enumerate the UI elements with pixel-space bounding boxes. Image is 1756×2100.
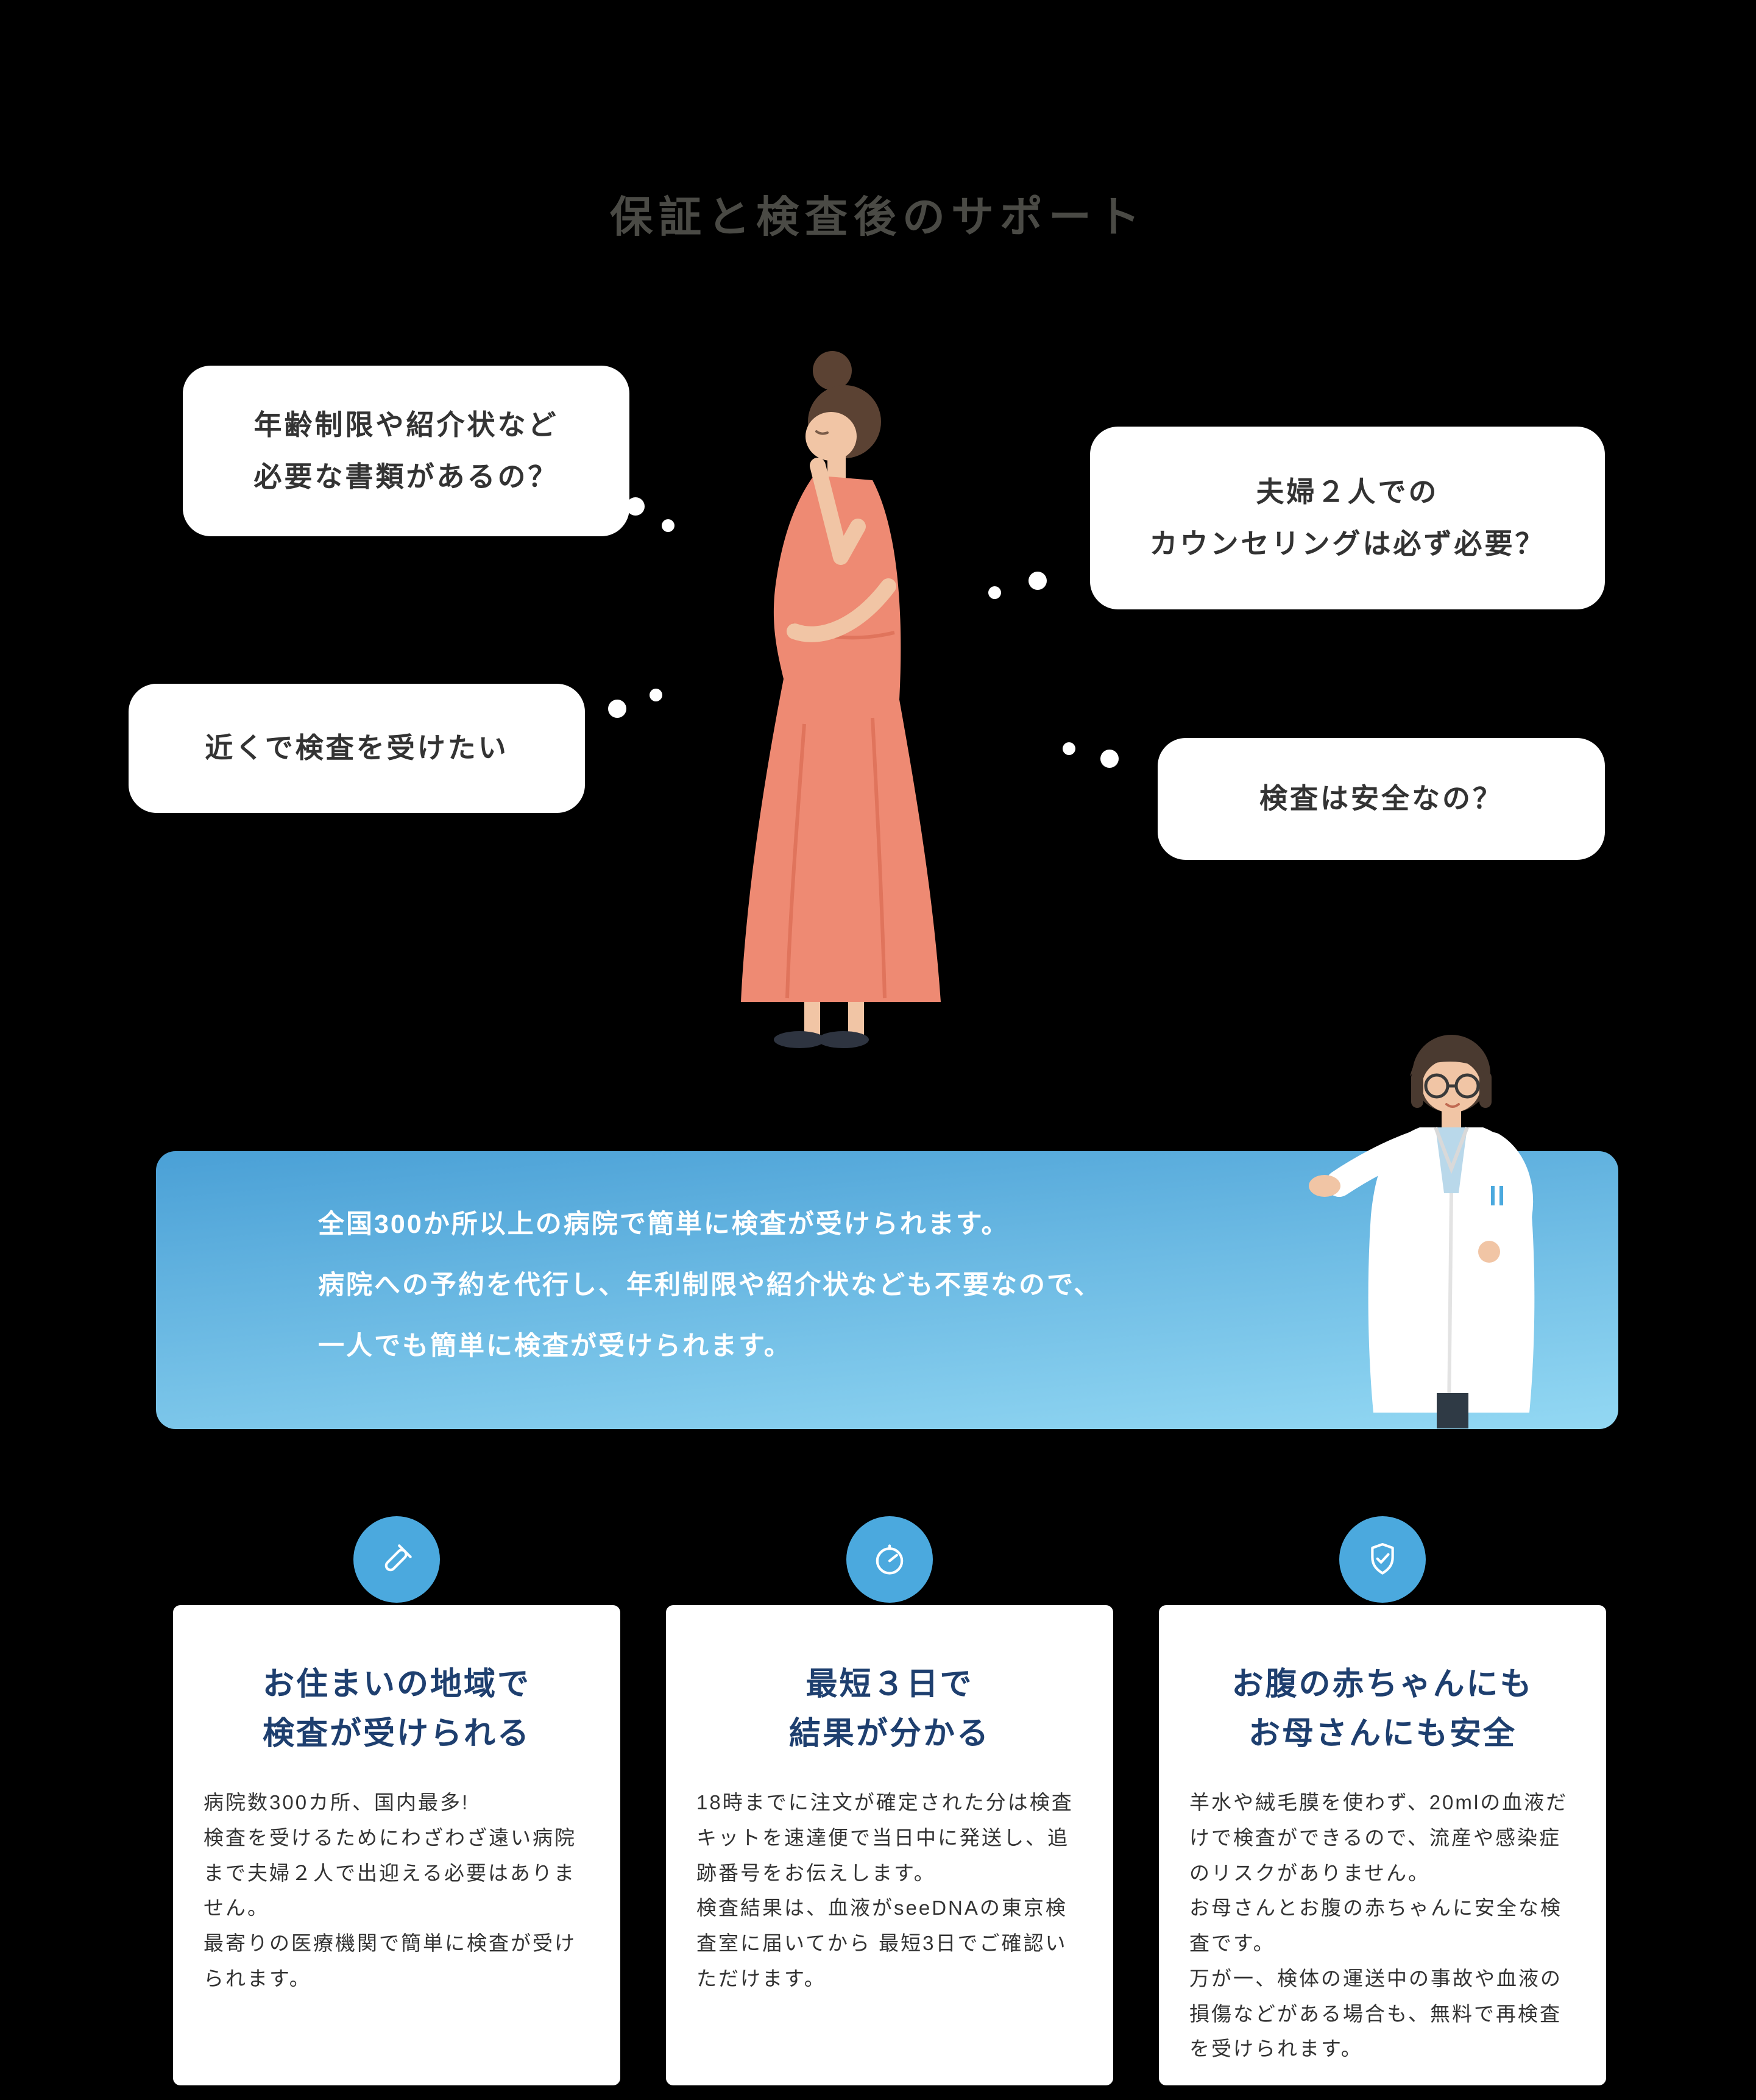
feature-card-body: 病院数300カ所、国内最多! 検査を受けるためにわざわざ遠い病院まで夫婦２人で出… bbox=[204, 1791, 576, 1990]
timer-icon bbox=[846, 1516, 933, 1603]
thought-dot bbox=[1100, 750, 1119, 768]
info-banner: 全国300か所以上の病院で簡単に検査が受けられます。 病院への予約を代行し、年利… bbox=[156, 1151, 1618, 1429]
feature-card-safety: お腹の赤ちゃんにも お母さんにも安全 羊水や絨毛膜を使わず、20mlの血液だけで… bbox=[1159, 1516, 1606, 2085]
page-title: 保証と検査後のサポート bbox=[610, 193, 1146, 241]
thought-dot bbox=[988, 586, 1001, 599]
thought-dot bbox=[1028, 572, 1047, 590]
feature-card-title: お腹の赤ちゃんにも お母さんにも安全 bbox=[1231, 1667, 1534, 1751]
thought-bubble-counseling: 夫婦２人での カウンセリングは必ず必要？ bbox=[1090, 427, 1605, 609]
thought-bubble-nearby: 近くで検査を受けたい bbox=[129, 684, 585, 813]
feature-card-title: 最短３日で 結果が分かる bbox=[788, 1667, 990, 1751]
test-tube-icon bbox=[353, 1516, 440, 1603]
thought-dot bbox=[650, 689, 662, 701]
thought-bubble-text: 近くで検査を受けたい bbox=[205, 732, 509, 764]
thought-bubble-text: 検査は安全なの？ bbox=[1259, 782, 1503, 815]
pregnant-woman-illustration bbox=[687, 334, 992, 1053]
feature-card-title: お住まいの地域で 検査が受けられる bbox=[262, 1667, 531, 1751]
doctor-illustration bbox=[1254, 1007, 1632, 1430]
thought-bubble-text: 夫婦２人での カウンセリングは必ず必要？ bbox=[1149, 475, 1546, 559]
thought-dot bbox=[626, 497, 645, 516]
thought-bubble-documents: 年齢制限や紹介状など 必要な書類があるの？ bbox=[183, 366, 629, 536]
feature-card-body: 18時までに注文が確定された分は検査キットを速達便で当日中に発送し、追跡番号をお… bbox=[696, 1791, 1074, 1990]
thought-dot bbox=[1063, 742, 1075, 755]
thought-dot bbox=[662, 519, 674, 532]
feature-card-body: 羊水や絨毛膜を使わず、20mlの血液だけで検査ができるので、流産や感染症のリスク… bbox=[1189, 1791, 1568, 2060]
feature-card-area: お住まいの地域で 検査が受けられる 病院数300カ所、国内最多! 検査を受けるた… bbox=[173, 1516, 620, 2085]
shield-check-icon bbox=[1339, 1516, 1426, 1603]
info-banner-text: 全国300か所以上の病院で簡単に検査が受けられます。 病院への予約を代行し、年利… bbox=[318, 1210, 1102, 1361]
feature-card-speed: 最短３日で 結果が分かる 18時までに注文が確定された分は検査キットを速達便で当… bbox=[666, 1516, 1113, 2085]
thought-dot bbox=[608, 700, 626, 718]
thought-bubble-text: 年齢制限や紹介状など 必要な書類があるの？ bbox=[253, 408, 559, 492]
thought-bubble-safety: 検査は安全なの？ bbox=[1158, 738, 1605, 860]
